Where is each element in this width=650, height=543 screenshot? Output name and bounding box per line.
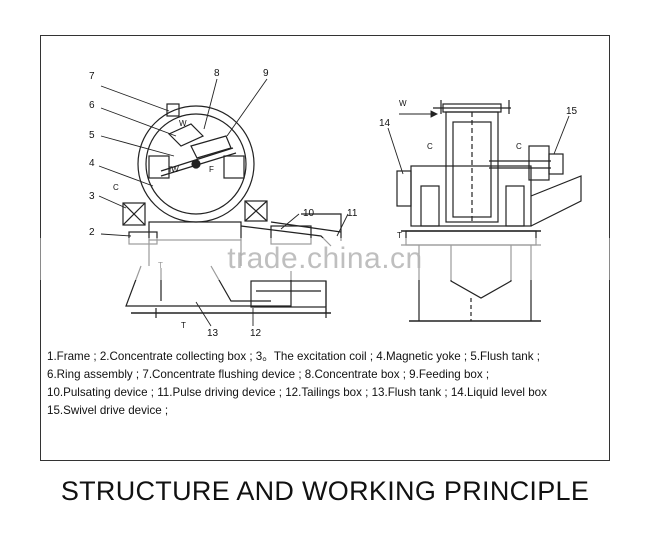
- legend-line-3: 10.Pulsating device ; 11.Pulse driving d…: [47, 386, 547, 399]
- callout-6: 6: [89, 100, 95, 111]
- excitation-coil-box-right: [244, 200, 268, 222]
- mark-c-right-1: C: [427, 142, 433, 151]
- right-leaders: [387, 110, 570, 175]
- right-front-view: [396, 100, 582, 322]
- legend-line-2: 6.Ring assembly ; 7.Concentrate flushing…: [47, 368, 490, 381]
- callout-15: 15: [566, 106, 578, 117]
- callout-2: 2: [89, 227, 95, 238]
- mark-f: F: [209, 165, 214, 174]
- mark-w-right: W: [399, 99, 407, 108]
- callout-12: 12: [250, 328, 262, 336]
- mark-c: C: [113, 183, 119, 192]
- parts-legend: 1.Frame ; 2.Concentrate collecting box ;…: [47, 348, 607, 420]
- page-title: STRUCTURE AND WORKING PRINCIPLE: [60, 476, 590, 506]
- excitation-coil-box: [122, 202, 146, 226]
- callout-11: 11: [347, 208, 358, 219]
- callout-7: 7: [89, 71, 95, 82]
- left-callout-labels: 7 8 9 6 5 4 3 2 10 11 13 12 W IW F C T T: [89, 68, 358, 336]
- callout-3: 3: [89, 191, 95, 202]
- left-leaders: [98, 78, 349, 327]
- mark-iw: IW: [169, 165, 179, 174]
- callout-14: 14: [379, 118, 391, 129]
- flushing-device: [166, 103, 180, 117]
- callout-13: 13: [207, 328, 219, 336]
- liquid-level-box: [396, 170, 412, 207]
- mark-w: W: [179, 119, 187, 128]
- callout-9: 9: [263, 68, 269, 79]
- frame: [148, 221, 242, 241]
- mark-t-right: T: [397, 231, 402, 240]
- callout-10: 10: [303, 208, 315, 219]
- callout-5: 5: [89, 130, 95, 141]
- machine-drawing: 7 8 9 6 5 4 3 2 10 11 13 12 W IW F C T T…: [89, 68, 582, 336]
- diagram-frame: 7 8 9 6 5 4 3 2 10 11 13 12 W IW F C T T…: [40, 35, 610, 461]
- callout-8: 8: [214, 68, 220, 79]
- mark-t-1: T: [158, 261, 163, 270]
- legend-line-1: 1.Frame ; 2.Concentrate collecting box ;…: [47, 350, 540, 363]
- mark-t-2: T: [181, 321, 186, 330]
- right-callout-labels: 14 15 W C C T: [379, 99, 578, 240]
- callout-4: 4: [89, 158, 95, 169]
- swivel-drive-device: [548, 153, 564, 175]
- legend-line-4: 15.Swivel drive device ;: [47, 404, 169, 417]
- mark-c-right-2: C: [516, 142, 522, 151]
